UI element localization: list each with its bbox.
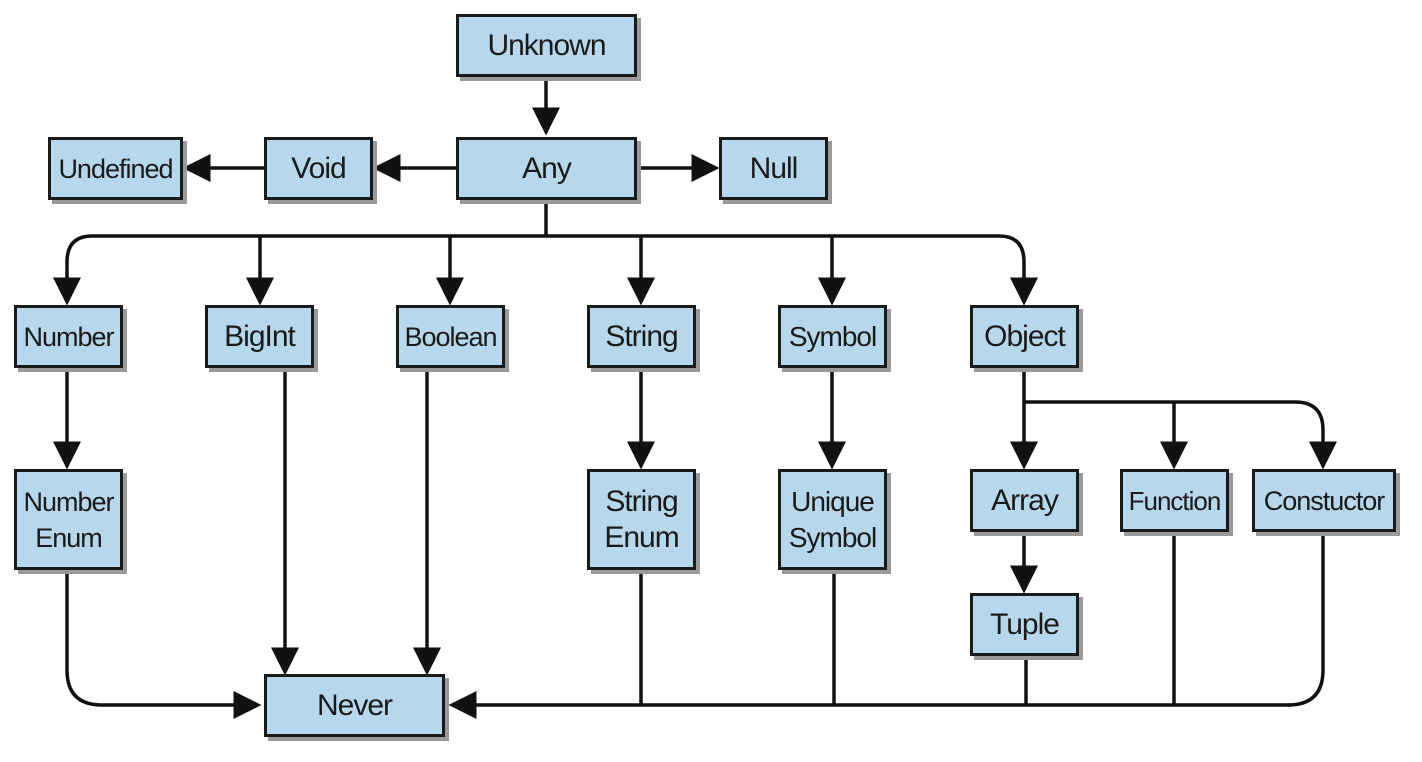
node-null: Null (719, 137, 828, 200)
node-any-label: Any (522, 151, 572, 185)
node-bigint: BigInt (205, 305, 314, 368)
node-function-label: Function (1128, 485, 1222, 516)
node-never-label: Never (316, 688, 393, 722)
node-number: Number (14, 305, 123, 368)
node-unique-symbol: Unique Symbol (778, 469, 887, 570)
node-function: Function (1120, 469, 1229, 532)
node-undefined: Undefined (48, 137, 183, 200)
node-unknown-label: Unknown (487, 28, 606, 62)
node-symbol-label: Symbol (788, 320, 877, 352)
node-null-label: Null (749, 151, 799, 185)
node-any: Any (456, 137, 637, 200)
node-unique-symbol-label: Unique Symbol (788, 485, 877, 553)
edge-bus-number (53, 234, 93, 306)
node-constructor: Constuctor (1252, 469, 1396, 532)
edge-constructor-bus (1287, 530, 1325, 707)
node-void-label: Void (291, 151, 346, 185)
node-never: Never (264, 674, 445, 737)
node-string-enum-label: String Enum (604, 484, 679, 554)
node-boolean: Boolean (396, 305, 505, 368)
edge-numberenum-never (65, 568, 262, 719)
node-constructor-label: Constuctor (1263, 485, 1386, 516)
node-string: String (587, 305, 696, 368)
edge-object-constructor (1294, 400, 1337, 470)
edge-bus-object (998, 234, 1038, 306)
node-unknown: Unknown (456, 14, 637, 77)
node-tuple: Tuple (970, 593, 1079, 656)
node-array: Array (970, 469, 1079, 532)
node-array-label: Array (991, 483, 1059, 517)
node-tuple-label: Tuple (990, 607, 1060, 641)
node-number-label: Number (23, 321, 114, 352)
node-string-label: String (605, 319, 678, 353)
node-number-enum-label: Number Enum (23, 486, 114, 553)
node-boolean-label: Boolean (404, 321, 497, 352)
node-void: Void (264, 137, 373, 200)
node-bigint-label: BigInt (224, 319, 296, 353)
node-object: Object (970, 305, 1079, 368)
node-string-enum: String Enum (587, 469, 696, 570)
node-number-enum: Number Enum (14, 469, 123, 570)
node-object-label: Object (984, 319, 1066, 353)
node-symbol: Symbol (778, 305, 887, 368)
node-undefined-label: Undefined (58, 153, 173, 184)
